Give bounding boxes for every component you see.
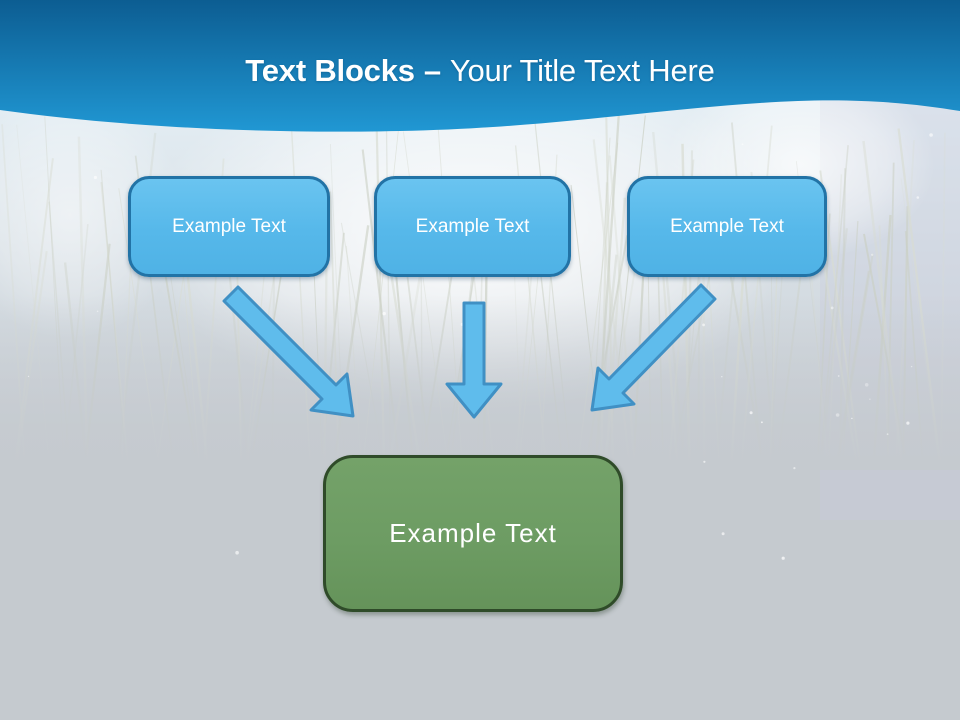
title-rest: Your Title Text Here xyxy=(449,53,715,88)
slide-title: Text Blocks–Your Title Text Here xyxy=(0,46,960,96)
text-block-label: Example Text xyxy=(389,518,557,548)
text-block-target: Example Text xyxy=(323,455,623,612)
grass-fade xyxy=(0,295,960,470)
title-separator: – xyxy=(423,53,441,88)
text-block-source-1: Example Text xyxy=(128,176,330,277)
background-glow-left xyxy=(0,90,185,340)
text-block-label: Example Text xyxy=(670,215,784,237)
header-wave xyxy=(0,0,960,132)
title-emphasis: Text Blocks xyxy=(245,53,415,88)
text-block-label: Example Text xyxy=(172,215,286,237)
text-block-source-2: Example Text xyxy=(374,176,571,277)
text-block-source-3: Example Text xyxy=(627,176,827,277)
text-block-label: Example Text xyxy=(415,215,530,237)
